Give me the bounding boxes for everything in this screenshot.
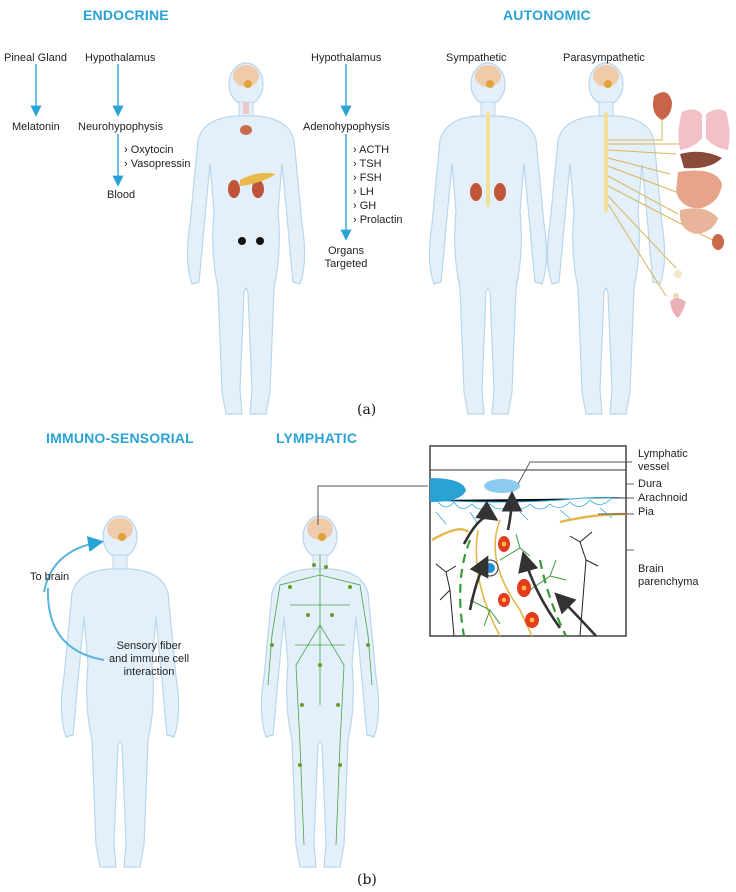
- organs-targeted-label: Organs Targeted: [322, 245, 370, 271]
- pia-label: Pia: [638, 506, 654, 518]
- organs-targeted-line1: Organs: [327, 245, 365, 257]
- hormone-lh: › LH: [353, 186, 374, 198]
- dura-label: Dura: [638, 478, 662, 490]
- lymphatic-vessel-line2: vessel: [638, 461, 670, 473]
- panel-label-a: (a): [357, 402, 377, 418]
- lymphatic-vessel-label: Lymphatic vessel: [638, 448, 688, 474]
- hormone-tsh: › TSH: [353, 158, 382, 170]
- sinus-shape: [430, 478, 466, 502]
- brain-parenchyma-line1: Brain: [638, 563, 664, 575]
- interaction-line3: interaction: [123, 666, 175, 678]
- hypothalamus-left-label: Hypothalamus: [85, 52, 156, 64]
- adenohypophysis-label: Adenohypophysis: [303, 121, 390, 133]
- interaction-line2: and immune cell: [108, 653, 190, 665]
- melatonin-label: Melatonin: [12, 121, 60, 133]
- lymphatic-vessel-shape: [484, 479, 520, 493]
- endocrine-body-figure: [186, 62, 306, 415]
- parasympathetic-label: Parasympathetic: [563, 52, 645, 64]
- interaction-line1: Sensory fiber: [116, 640, 182, 652]
- neurohypophysis-label: Neurohypophysis: [78, 121, 163, 133]
- hormone-acth: › ACTH: [353, 144, 390, 156]
- brain-parenchyma-label: Brain parenchyma: [638, 563, 699, 589]
- hormone-prolactin: › Prolactin: [353, 214, 403, 226]
- hormone-vasopressin: › Vasopressin: [124, 158, 191, 170]
- inset-connector-line: [317, 485, 428, 525]
- autonomic-heading: AUTONOMIC: [503, 7, 591, 23]
- hormone-gh: › GH: [353, 200, 377, 212]
- arrow-to-brain: [43, 536, 104, 593]
- lymphatic-vessel-line1: Lymphatic: [638, 448, 688, 460]
- to-brain-label: To brain: [30, 571, 70, 583]
- neuro-hormone-list: › Oxytocin › Vasopressin: [124, 143, 190, 171]
- hormone-oxytocin: › Oxytocin: [124, 144, 174, 156]
- adeno-hormone-list: › ACTH › TSH › FSH › LH › GH › Prolactin: [353, 143, 403, 227]
- immuno-body-figure: [60, 515, 180, 868]
- lymphatic-heading: LYMPHATIC: [276, 430, 358, 446]
- endocrine-heading: ENDOCRINE: [83, 7, 169, 23]
- pineal-gland-label: Pineal Gland: [4, 52, 67, 64]
- arrow-interaction-curve: [46, 587, 105, 661]
- arachnoid-label: Arachnoid: [638, 492, 688, 504]
- hypothalamus-right-label: Hypothalamus: [311, 52, 382, 64]
- hormone-fsh: › FSH: [353, 172, 382, 184]
- brain-parenchyma-line2: parenchyma: [638, 576, 699, 588]
- organs-targeted-line2: Targeted: [324, 258, 368, 270]
- sympathetic-label: Sympathetic: [446, 52, 507, 64]
- parasympathetic-body-figure: [546, 62, 730, 415]
- lymphatic-body-figure: [260, 515, 380, 868]
- interaction-label: Sensory fiber and immune cell interactio…: [98, 640, 200, 679]
- immuno-sensorial-heading: IMMUNO-SENSORIAL: [46, 430, 194, 446]
- blood-label: Blood: [107, 189, 136, 201]
- sympathetic-body-figure: [428, 62, 548, 415]
- meninges-inset: [429, 445, 634, 637]
- panel-label-b: (b): [357, 872, 377, 888]
